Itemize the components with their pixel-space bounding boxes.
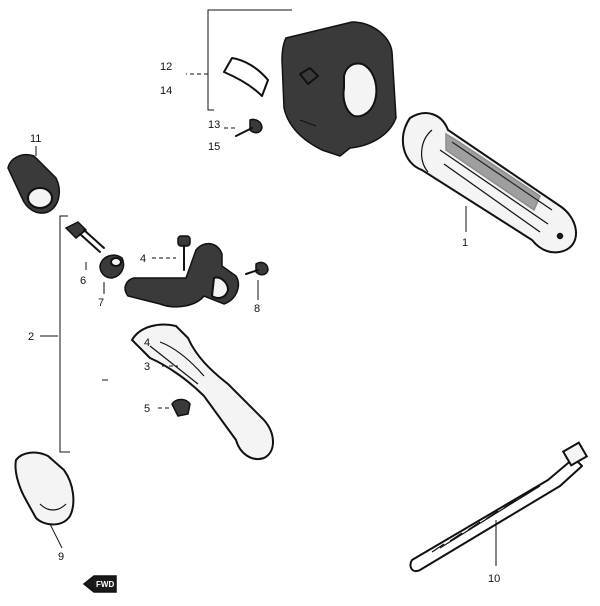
lever-holder: [124, 242, 240, 308]
callout-7: 7: [98, 297, 104, 309]
callout-1: 1: [462, 237, 468, 249]
cable-tie: [409, 441, 589, 572]
clutch-lever: [130, 323, 274, 460]
callout-15: 15: [208, 141, 220, 153]
group-bracket-2: [59, 215, 70, 453]
callout-8: 8: [254, 303, 260, 315]
bolt-6: [64, 221, 105, 253]
screw-8: [245, 261, 269, 276]
callout-13: 13: [208, 119, 220, 131]
callout-10: 10: [488, 573, 500, 585]
callout-2: 2: [28, 331, 34, 343]
callout-4-upper: 4: [140, 253, 146, 265]
callout-3: 3: [144, 361, 150, 373]
fwd-arrow: FWD: [82, 575, 117, 593]
callouts: 1 2 3 4 4 5 6 7 8 9 10 11 12 13 14 15: [28, 61, 500, 585]
group-bracket-12-14: [207, 9, 292, 111]
nut-5: [171, 398, 191, 417]
leader-lines: [35, 127, 497, 566]
callout-12: 12: [160, 61, 172, 73]
fwd-label: FWD: [96, 580, 114, 589]
callout-6: 6: [80, 275, 86, 287]
lever-cover: [7, 154, 61, 214]
screw-13: [235, 118, 263, 137]
nut-7: [99, 254, 125, 279]
switch-housing: [223, 21, 397, 157]
handlebar-grip: [401, 112, 577, 254]
pivot-pin: [177, 235, 191, 271]
lever-boot: [14, 451, 75, 526]
callout-5: 5: [144, 403, 150, 415]
callout-11: 11: [30, 133, 41, 145]
callout-14: 14: [160, 85, 172, 97]
callout-4-lower: 4: [144, 337, 150, 349]
callout-9: 9: [58, 551, 64, 563]
